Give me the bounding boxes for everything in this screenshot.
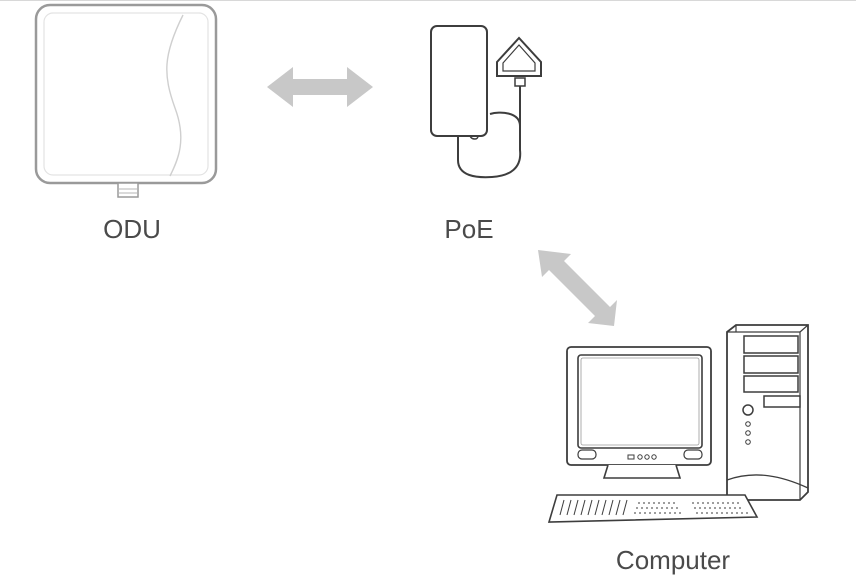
poe-label: PoE (444, 214, 494, 244)
poe-adapter-icon (430, 25, 542, 179)
odu-antenna-icon (34, 3, 218, 198)
odu-poe-arrow-icon (267, 67, 373, 107)
desktop-computer-icon (547, 324, 809, 523)
odu-label: ODU (103, 214, 161, 244)
computer-label: Computer (615, 545, 731, 575)
poe-computer-arrow-icon (538, 250, 617, 326)
top-divider (0, 0, 856, 1)
